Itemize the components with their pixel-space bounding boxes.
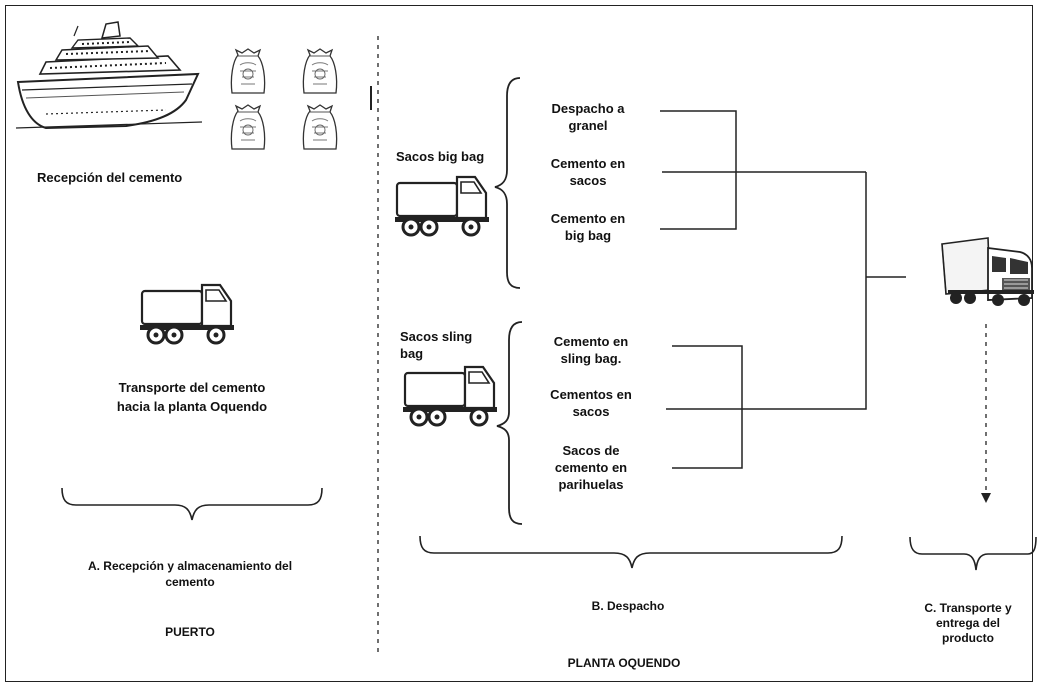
ship-icon xyxy=(15,21,203,130)
option-cemento-bigbag-line1: Cemento en xyxy=(550,211,626,226)
option-sling-bag-line2: sling bag. xyxy=(560,351,622,366)
brace-a xyxy=(61,487,323,521)
option-despacho-granel-line2: granel xyxy=(568,118,608,133)
option-parihuelas-line3: parihuelas xyxy=(558,477,624,492)
sling-truck-label-line1: Sacos sling xyxy=(400,329,473,344)
option-cemento-bigbag-line2: big bag xyxy=(564,228,612,243)
dump-truck-icon xyxy=(393,175,491,237)
semi-truck-icon xyxy=(941,237,1034,306)
transport-label-line1: Transporte del cemento xyxy=(118,380,266,395)
dump-truck-icon xyxy=(138,283,236,345)
caption-c-line2: entrega del xyxy=(935,616,1001,630)
big-bag-truck-label: Sacos big bag xyxy=(396,149,485,164)
diagram-frame xyxy=(5,5,1033,682)
option-cementos-sacos-line2: sacos xyxy=(572,404,610,419)
flow-connectors xyxy=(660,110,906,469)
option-cemento-sacos-line2: sacos xyxy=(569,173,607,188)
transport-label-line2: hacia la planta Oquendo xyxy=(116,399,268,414)
option-parihuelas-line2: cemento en xyxy=(554,460,628,475)
dump-truck-icon xyxy=(401,365,499,427)
option-despacho-granel-line1: Despacho a xyxy=(551,101,625,116)
caption-c-line3: producto xyxy=(942,631,994,645)
brace-b xyxy=(419,535,843,569)
caption-a-line2: cemento xyxy=(165,575,215,589)
cement-bag-icon xyxy=(230,48,338,150)
brace-c xyxy=(909,536,1037,571)
option-sling-bag-line1: Cemento en xyxy=(553,334,629,349)
place-puerto: PUERTO xyxy=(165,625,215,639)
group1-brace xyxy=(494,77,521,289)
caption-b: B. Despacho xyxy=(591,599,665,613)
place-planta-oquendo: PLANTA OQUENDO xyxy=(567,656,681,670)
sling-truck-label-line2: bag xyxy=(400,346,424,361)
option-cemento-sacos-line1: Cemento en xyxy=(550,156,626,171)
option-parihuelas-line1: Sacos de xyxy=(562,443,620,458)
reception-label: Recepción del cemento xyxy=(37,170,183,185)
option-cementos-sacos-line1: Cementos en xyxy=(550,387,632,402)
delivery-arrow-head xyxy=(981,493,991,503)
group2-brace xyxy=(496,321,523,525)
caption-a-line1: A. Recepción y almacenamiento del xyxy=(87,559,293,573)
caption-c-line1: C. Transporte y xyxy=(924,601,1012,615)
